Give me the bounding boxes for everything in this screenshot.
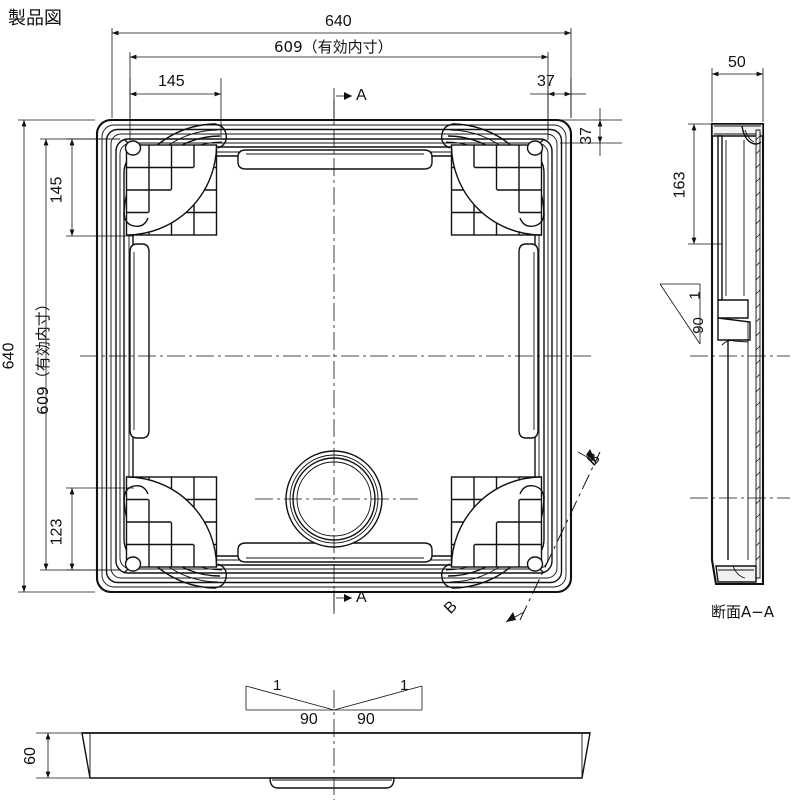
- section-aa-dim-50: 50: [728, 54, 746, 71]
- plan-dim-609-left: 609（有効内寸）: [33, 296, 52, 415]
- bottom-slope-run-right: 90: [357, 711, 375, 728]
- section-aa-dim-163: 163: [671, 171, 689, 199]
- bottom-slope-rise-right: 1: [400, 677, 409, 694]
- plan-center-rails: [129, 149, 539, 563]
- plan-dim-right-37: [560, 108, 622, 156]
- section-aa-caption: 断面A−A: [711, 603, 775, 621]
- boss-top-right: [526, 138, 545, 156]
- plan-dim-640-left: 640: [0, 342, 18, 370]
- boss-bottom-right: [526, 556, 545, 574]
- plan-dim-left: [18, 119, 134, 593]
- bottom-slope-rise-left: 1: [273, 677, 282, 694]
- plan-dim-145-left: 145: [48, 176, 66, 204]
- plan-dim-top: [111, 28, 586, 140]
- section-aa-dimensions: [659, 68, 764, 345]
- section-aa-geometry: [690, 122, 790, 586]
- bottom-view-geometry: [36, 685, 591, 800]
- corner-leg-bottom-left: [123, 476, 228, 589]
- plan-dim-640-top: 640: [325, 13, 352, 30]
- page-title: 製品図: [8, 8, 62, 29]
- plan-dim-609-top: 609（有効内寸）: [274, 38, 393, 56]
- section-aa-slope-rise: 1: [686, 291, 704, 300]
- section-mark-a-top: A: [356, 87, 367, 104]
- section-aa-slope-run: 90: [689, 317, 707, 334]
- plan-dim-37-right: 37: [577, 127, 595, 145]
- boss-bottom-left: [123, 556, 142, 574]
- corner-leg-bottom-right: [440, 476, 545, 589]
- section-bb-cutline: [505, 449, 601, 623]
- plan-centerlines: [80, 100, 595, 612]
- bottom-dim-60: 60: [21, 747, 39, 765]
- section-aa-cutmarks: [333, 88, 352, 614]
- plan-dim-37-top: 37: [537, 73, 555, 90]
- boss-top-left: [123, 138, 142, 156]
- plan-dim-123-left: 123: [48, 518, 66, 546]
- section-mark-a-bottom: A: [356, 589, 367, 606]
- corner-leg-top-right: [440, 123, 545, 236]
- plan-dim-145-top: 145: [158, 73, 185, 90]
- bottom-slope-run-left: 90: [300, 711, 318, 728]
- corner-leg-top-left: [123, 123, 228, 236]
